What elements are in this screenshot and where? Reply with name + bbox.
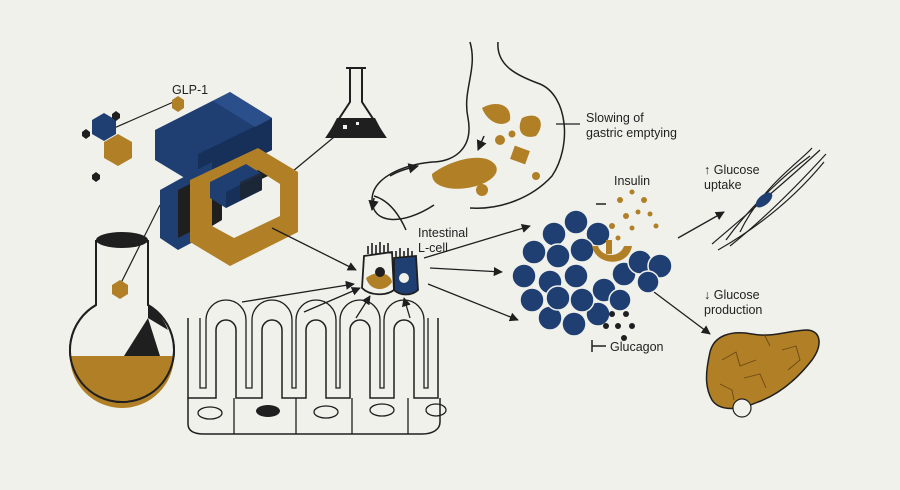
label-gastric-line2: gastric emptying (586, 126, 678, 140)
hexagon-navy (92, 113, 116, 141)
hexagon-gold (112, 280, 128, 299)
label-glucagon: Glucagon (610, 340, 664, 354)
intestinal-villi (187, 299, 447, 435)
label-lcell-line2: L-cell (418, 241, 448, 255)
hexagon-gold (104, 134, 132, 166)
hexagon-dot (82, 129, 90, 139)
pancreatic-islet (511, 209, 673, 337)
glp1-molecule (82, 92, 346, 286)
muscle-icon (711, 147, 827, 251)
l-cell (361, 242, 419, 296)
hexagon-dot (112, 111, 120, 121)
label-uptake-line1: ↑ Glucose (704, 163, 760, 177)
label-uptake-line2: uptake (704, 178, 742, 192)
label-gastric-emptying: Slowing of gastric emptying (586, 111, 677, 141)
label-lcell-line1: Intestinal (418, 226, 469, 240)
cube-block-navy-small (210, 164, 262, 208)
label-production-line1: ↓ Glucose (704, 288, 760, 302)
label-insulin: Insulin (614, 174, 651, 188)
hexagon-dot (92, 172, 100, 182)
insulin-dots (596, 189, 659, 241)
label-glp1: GLP-1 (172, 83, 209, 97)
stomach (368, 41, 580, 231)
label-intestinal-lcell: Intestinal L-cell (418, 226, 468, 256)
label-production-line2: production (704, 303, 763, 317)
label-glucose-production: ↓ Glucose production (704, 288, 762, 318)
label-gastric-line1: Slowing of (586, 111, 644, 125)
flask-icon (325, 67, 387, 138)
arrows (241, 211, 725, 335)
round-flask-icon (69, 232, 175, 408)
glucagon-dots (591, 311, 635, 352)
liver-icon (705, 329, 820, 418)
label-glucose-uptake: ↑ Glucose uptake (704, 163, 760, 193)
hexagon-gold-small (172, 96, 184, 112)
